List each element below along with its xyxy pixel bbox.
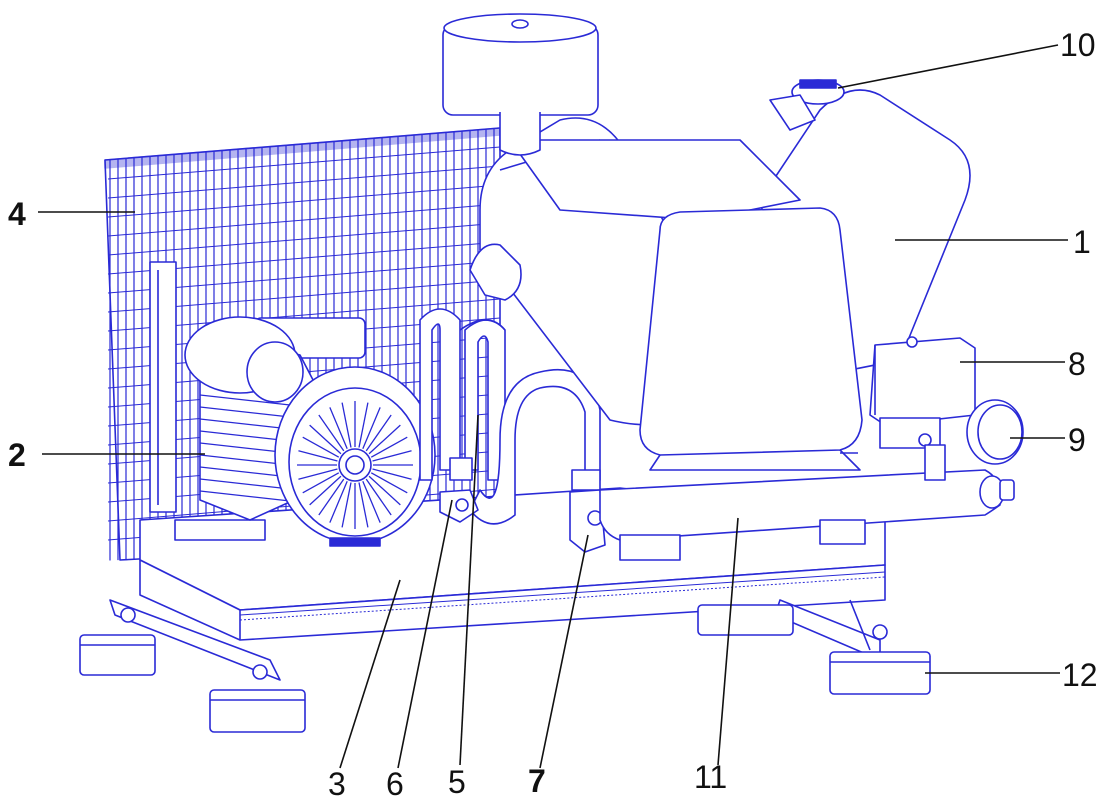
intercooler-coil bbox=[419, 308, 601, 525]
callout-10: 10 bbox=[1060, 27, 1096, 63]
radiator-row bbox=[107, 146, 501, 180]
fan-spoke bbox=[370, 436, 408, 458]
fan-spoke bbox=[368, 475, 401, 506]
callout-5: 5 bbox=[448, 764, 466, 798]
leader-3 bbox=[339, 579, 401, 769]
motor-fin bbox=[199, 430, 291, 442]
callout-12: 12 bbox=[1062, 657, 1098, 693]
foot-back-right bbox=[697, 604, 794, 636]
fan-spoke bbox=[358, 482, 369, 528]
motor-fin bbox=[199, 418, 291, 430]
leader-6 bbox=[397, 499, 453, 769]
fan-spoke bbox=[358, 402, 369, 448]
radiator-row bbox=[107, 165, 501, 199]
fan-spoke bbox=[318, 414, 345, 452]
callout-9: 9 bbox=[1068, 422, 1086, 458]
fan-spoke bbox=[309, 475, 342, 506]
leader-7 bbox=[539, 534, 589, 769]
leader-10 bbox=[837, 44, 1059, 89]
radiator-row bbox=[107, 222, 501, 256]
fan-spoke bbox=[329, 407, 348, 450]
pressure-gauge bbox=[924, 399, 1024, 481]
callout-2: 2 bbox=[8, 437, 26, 473]
radiator-row bbox=[107, 184, 501, 218]
callout-1: 1 bbox=[1073, 224, 1091, 260]
motor-fin bbox=[199, 406, 291, 418]
fan-spoke bbox=[372, 450, 412, 462]
fan-spoke bbox=[341, 482, 352, 528]
air-manifold bbox=[599, 469, 1015, 561]
motor-fin bbox=[199, 478, 291, 490]
leader-11 bbox=[717, 517, 739, 766]
callout-labels: 1 2 3 4 5 6 7 8 9 10 11 12 bbox=[8, 27, 1098, 802]
fan-spoke bbox=[341, 402, 352, 448]
fan-spoke bbox=[298, 468, 338, 480]
foot-front-mid bbox=[209, 664, 306, 733]
leader-5 bbox=[459, 414, 479, 766]
motor-fin bbox=[199, 394, 291, 406]
electric-motor bbox=[174, 316, 436, 547]
compressor-unit bbox=[79, 13, 1024, 733]
radiator-row bbox=[107, 203, 501, 237]
callout-8: 8 bbox=[1068, 346, 1086, 382]
fan-spoke bbox=[372, 468, 412, 480]
callout-3: 3 bbox=[328, 766, 346, 798]
fan-spoke bbox=[365, 478, 392, 516]
callout-6: 6 bbox=[386, 766, 404, 798]
foot-front-left bbox=[79, 607, 156, 676]
fan-spoke bbox=[329, 480, 348, 523]
motor-fin bbox=[199, 490, 291, 502]
callout-7: 7 bbox=[528, 763, 546, 798]
fan-spoke bbox=[302, 472, 340, 494]
vibration-feet bbox=[79, 604, 931, 733]
air-filter bbox=[442, 13, 599, 156]
fan-spoke bbox=[365, 414, 392, 452]
fan-spoke bbox=[368, 424, 401, 455]
motor-fin bbox=[199, 466, 291, 478]
callout-11: 11 bbox=[694, 759, 727, 795]
safety-valve bbox=[769, 79, 845, 131]
fan-spoke bbox=[362, 407, 381, 450]
fan-spoke bbox=[362, 480, 381, 523]
fan-spoke bbox=[309, 424, 342, 455]
leader-lines bbox=[38, 44, 1068, 769]
fan-spoke bbox=[302, 436, 340, 458]
compressor-block bbox=[469, 89, 971, 471]
check-valve bbox=[569, 469, 606, 553]
fan-spoke bbox=[370, 472, 408, 494]
callout-4: 4 bbox=[8, 196, 26, 232]
pressure-switch bbox=[869, 336, 976, 449]
fan-spoke bbox=[318, 478, 345, 516]
fan-spoke bbox=[298, 450, 338, 462]
